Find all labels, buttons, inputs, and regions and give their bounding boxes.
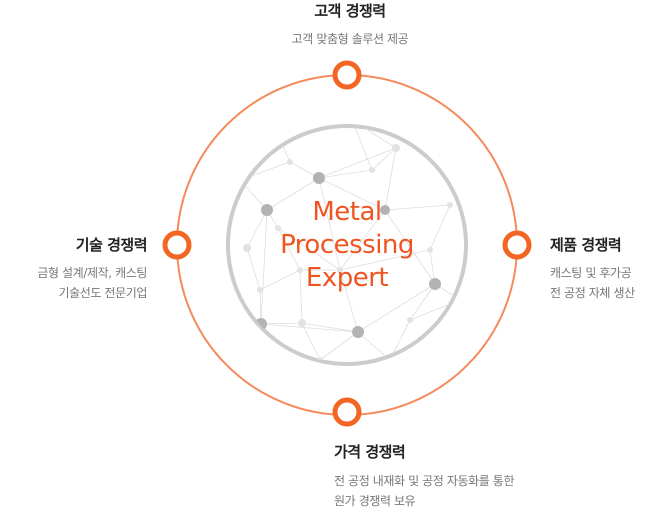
- network-link: [301, 322, 321, 361]
- network-node: [257, 287, 263, 293]
- network-node: [275, 225, 281, 231]
- center-title-line2: Processing: [280, 230, 414, 260]
- network-link: [260, 209, 268, 325]
- node-right: [502, 230, 532, 260]
- network-link: [246, 209, 268, 249]
- price-competency-desc: 전 공정 내재화 및 공정 자동화를 통한 원가 경쟁력 보유: [334, 471, 514, 511]
- network-link: [277, 227, 301, 271]
- network-node: [429, 278, 441, 290]
- network-node: [407, 317, 413, 323]
- price-competency-desc-line: 원가 경쟁력 보유: [334, 494, 416, 508]
- network-link: [299, 269, 303, 324]
- center-title-line1: Metal: [312, 197, 382, 227]
- network-node: [298, 319, 306, 327]
- product-competency-desc-line: 캐스팅 및 후가공: [550, 266, 632, 280]
- node-top: [332, 60, 362, 90]
- network-node: [349, 117, 355, 123]
- network-node: [352, 326, 364, 338]
- network-link: [277, 227, 341, 271]
- technology-competency-desc: 금형 설계/제작, 캐스팅 기술선도 전문기업: [37, 263, 147, 303]
- network-link: [384, 209, 436, 285]
- network-pattern: [237, 117, 463, 363]
- network-link: [319, 331, 359, 361]
- node-bottom: [332, 397, 362, 427]
- network-node: [392, 144, 400, 152]
- network-link: [339, 209, 386, 271]
- network-link: [339, 249, 431, 271]
- product-competency-title: 제품 경쟁력: [550, 236, 622, 254]
- network-node: [369, 167, 375, 173]
- center-title: Metal Processing Expert: [247, 196, 447, 295]
- network-link: [371, 147, 397, 171]
- customer-competency-desc: 고객 맞춤형 솔루션 제공: [291, 32, 409, 46]
- customer-competency-title: 고객 경쟁력: [314, 2, 386, 20]
- network-link: [339, 269, 359, 333]
- network-node: [287, 159, 293, 165]
- network-node: [427, 247, 433, 253]
- network-node: [243, 244, 251, 252]
- network-node: [313, 172, 325, 184]
- network-link: [351, 127, 397, 149]
- network-link: [266, 177, 320, 211]
- price-competency-title: 가격 경쟁력: [334, 443, 406, 461]
- network-link: [429, 204, 451, 251]
- network-node: [337, 267, 343, 273]
- technology-competency-title: 기술 경쟁력: [75, 236, 148, 254]
- product-competency-desc-line: 전 공정 자체 생산: [550, 286, 635, 300]
- network-link: [318, 177, 341, 271]
- price-competency-desc-line: 전 공정 내재화 및 공정 자동화를 통한: [334, 474, 515, 488]
- network-link: [260, 322, 303, 325]
- network-link: [389, 319, 411, 361]
- network-link: [351, 127, 373, 171]
- network-node: [380, 205, 390, 215]
- node-left: [162, 230, 192, 260]
- technology-competency-desc-line: 금형 설계/제작, 캐스팅: [37, 266, 147, 280]
- network-node: [261, 204, 273, 216]
- price-competency: 가격 경쟁력 전 공정 내재화 및 공정 자동화를 통한 원가 경쟁력 보유: [334, 441, 514, 511]
- network-link: [384, 204, 451, 211]
- technology-competency-desc-line: 기술선도 전문기업: [58, 286, 147, 300]
- network-node: [447, 202, 453, 208]
- network-link: [246, 247, 261, 291]
- network-node: [277, 137, 283, 143]
- network-link: [357, 283, 436, 333]
- network-node: [297, 267, 303, 273]
- technology-competency: 기술 경쟁력 금형 설계/제작, 캐스팅 기술선도 전문기업: [37, 234, 147, 303]
- network-link: [318, 169, 373, 179]
- network-link: [318, 177, 386, 211]
- center-title-line3: Expert: [305, 263, 389, 293]
- network-node: [237, 177, 243, 183]
- product-competency: 제품 경쟁력 캐스팅 및 후가공 전 공정 자체 생산: [550, 234, 635, 303]
- network-node: [457, 297, 463, 303]
- network-link: [318, 147, 397, 179]
- network-link: [384, 147, 397, 211]
- product-competency-desc: 캐스팅 및 후가공 전 공정 자체 생산: [550, 263, 635, 303]
- network-link: [259, 269, 301, 291]
- network-link: [409, 283, 436, 321]
- network-link: [301, 322, 359, 333]
- inner-ring: [226, 124, 468, 366]
- network-link: [357, 331, 391, 361]
- network-link: [260, 323, 359, 333]
- customer-competency: 고객 경쟁력 고객 맞춤형 솔루션 제공: [200, 0, 500, 49]
